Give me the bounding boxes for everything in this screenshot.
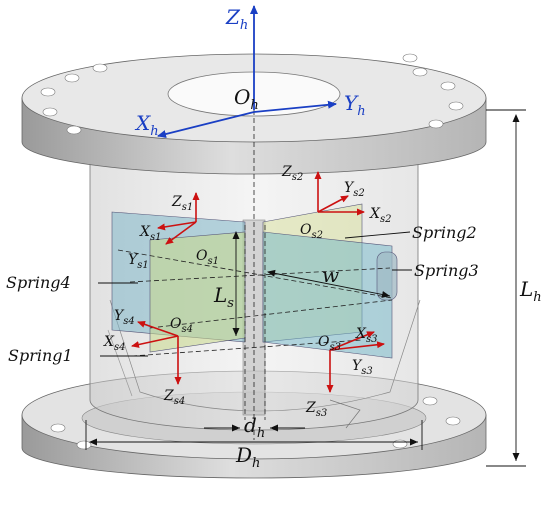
ls-label: Ls bbox=[213, 283, 234, 311]
spring1-frame-labels: Zs1 Xs1 Ys1 Os1 bbox=[128, 194, 219, 271]
yh-label: Yh bbox=[344, 91, 366, 119]
spring4-frame-labels: Zs4 Xs4 Ys4 Os4 bbox=[103, 308, 193, 407]
zh-label: Zh bbox=[225, 5, 248, 33]
svg-text:Zs4: Zs4 bbox=[163, 388, 185, 407]
dh-label: dh bbox=[244, 413, 265, 441]
svg-text:Zs1: Zs1 bbox=[171, 194, 193, 213]
spring3-label: Spring3 bbox=[414, 261, 479, 280]
svg-text:Ys4: Ys4 bbox=[114, 308, 135, 327]
svg-text:Zs3: Zs3 bbox=[305, 400, 327, 419]
svg-text:Os2: Os2 bbox=[300, 222, 323, 241]
spring4-label: Spring4 bbox=[6, 273, 71, 292]
spring-coordinate-frames bbox=[131, 171, 385, 393]
spring3-frame-labels: Zs3 Xs3 Ys3 Os3 bbox=[305, 326, 377, 419]
w-dimension bbox=[267, 269, 391, 298]
spring2-frame-labels: Zs2 Xs2 Ys2 Os2 bbox=[281, 164, 391, 241]
svg-text:Ys1: Ys1 bbox=[128, 252, 149, 271]
svg-text:Ys3: Ys3 bbox=[352, 358, 373, 377]
xh-label: Xh bbox=[134, 111, 159, 139]
dh-outer-label: Dh bbox=[235, 443, 260, 471]
leader-lines bbox=[98, 231, 412, 357]
svg-text:Xs1: Xs1 bbox=[139, 224, 161, 243]
svg-text:Ys2: Ys2 bbox=[344, 180, 365, 199]
hub-coordinate-frame bbox=[157, 5, 337, 138]
svg-text:Zs2: Zs2 bbox=[281, 164, 303, 183]
w-label: w bbox=[322, 263, 339, 287]
svg-text:Os4: Os4 bbox=[170, 316, 193, 335]
svg-text:Xs4: Xs4 bbox=[103, 334, 125, 353]
lh-label: Lh bbox=[519, 277, 542, 305]
spring1-label: Spring1 bbox=[8, 346, 73, 365]
dimension-lines bbox=[85, 109, 526, 467]
oh-label: Oh bbox=[234, 85, 259, 113]
svg-text:Xs3: Xs3 bbox=[355, 326, 377, 345]
construction-lines bbox=[117, 110, 393, 440]
yh-axis bbox=[253, 100, 337, 113]
xh-axis bbox=[157, 111, 255, 138]
spring2-label: Spring2 bbox=[412, 223, 477, 242]
svg-text:Os3: Os3 bbox=[318, 334, 341, 353]
svg-text:Os1: Os1 bbox=[196, 248, 219, 267]
svg-text:Xs2: Xs2 bbox=[369, 206, 391, 225]
